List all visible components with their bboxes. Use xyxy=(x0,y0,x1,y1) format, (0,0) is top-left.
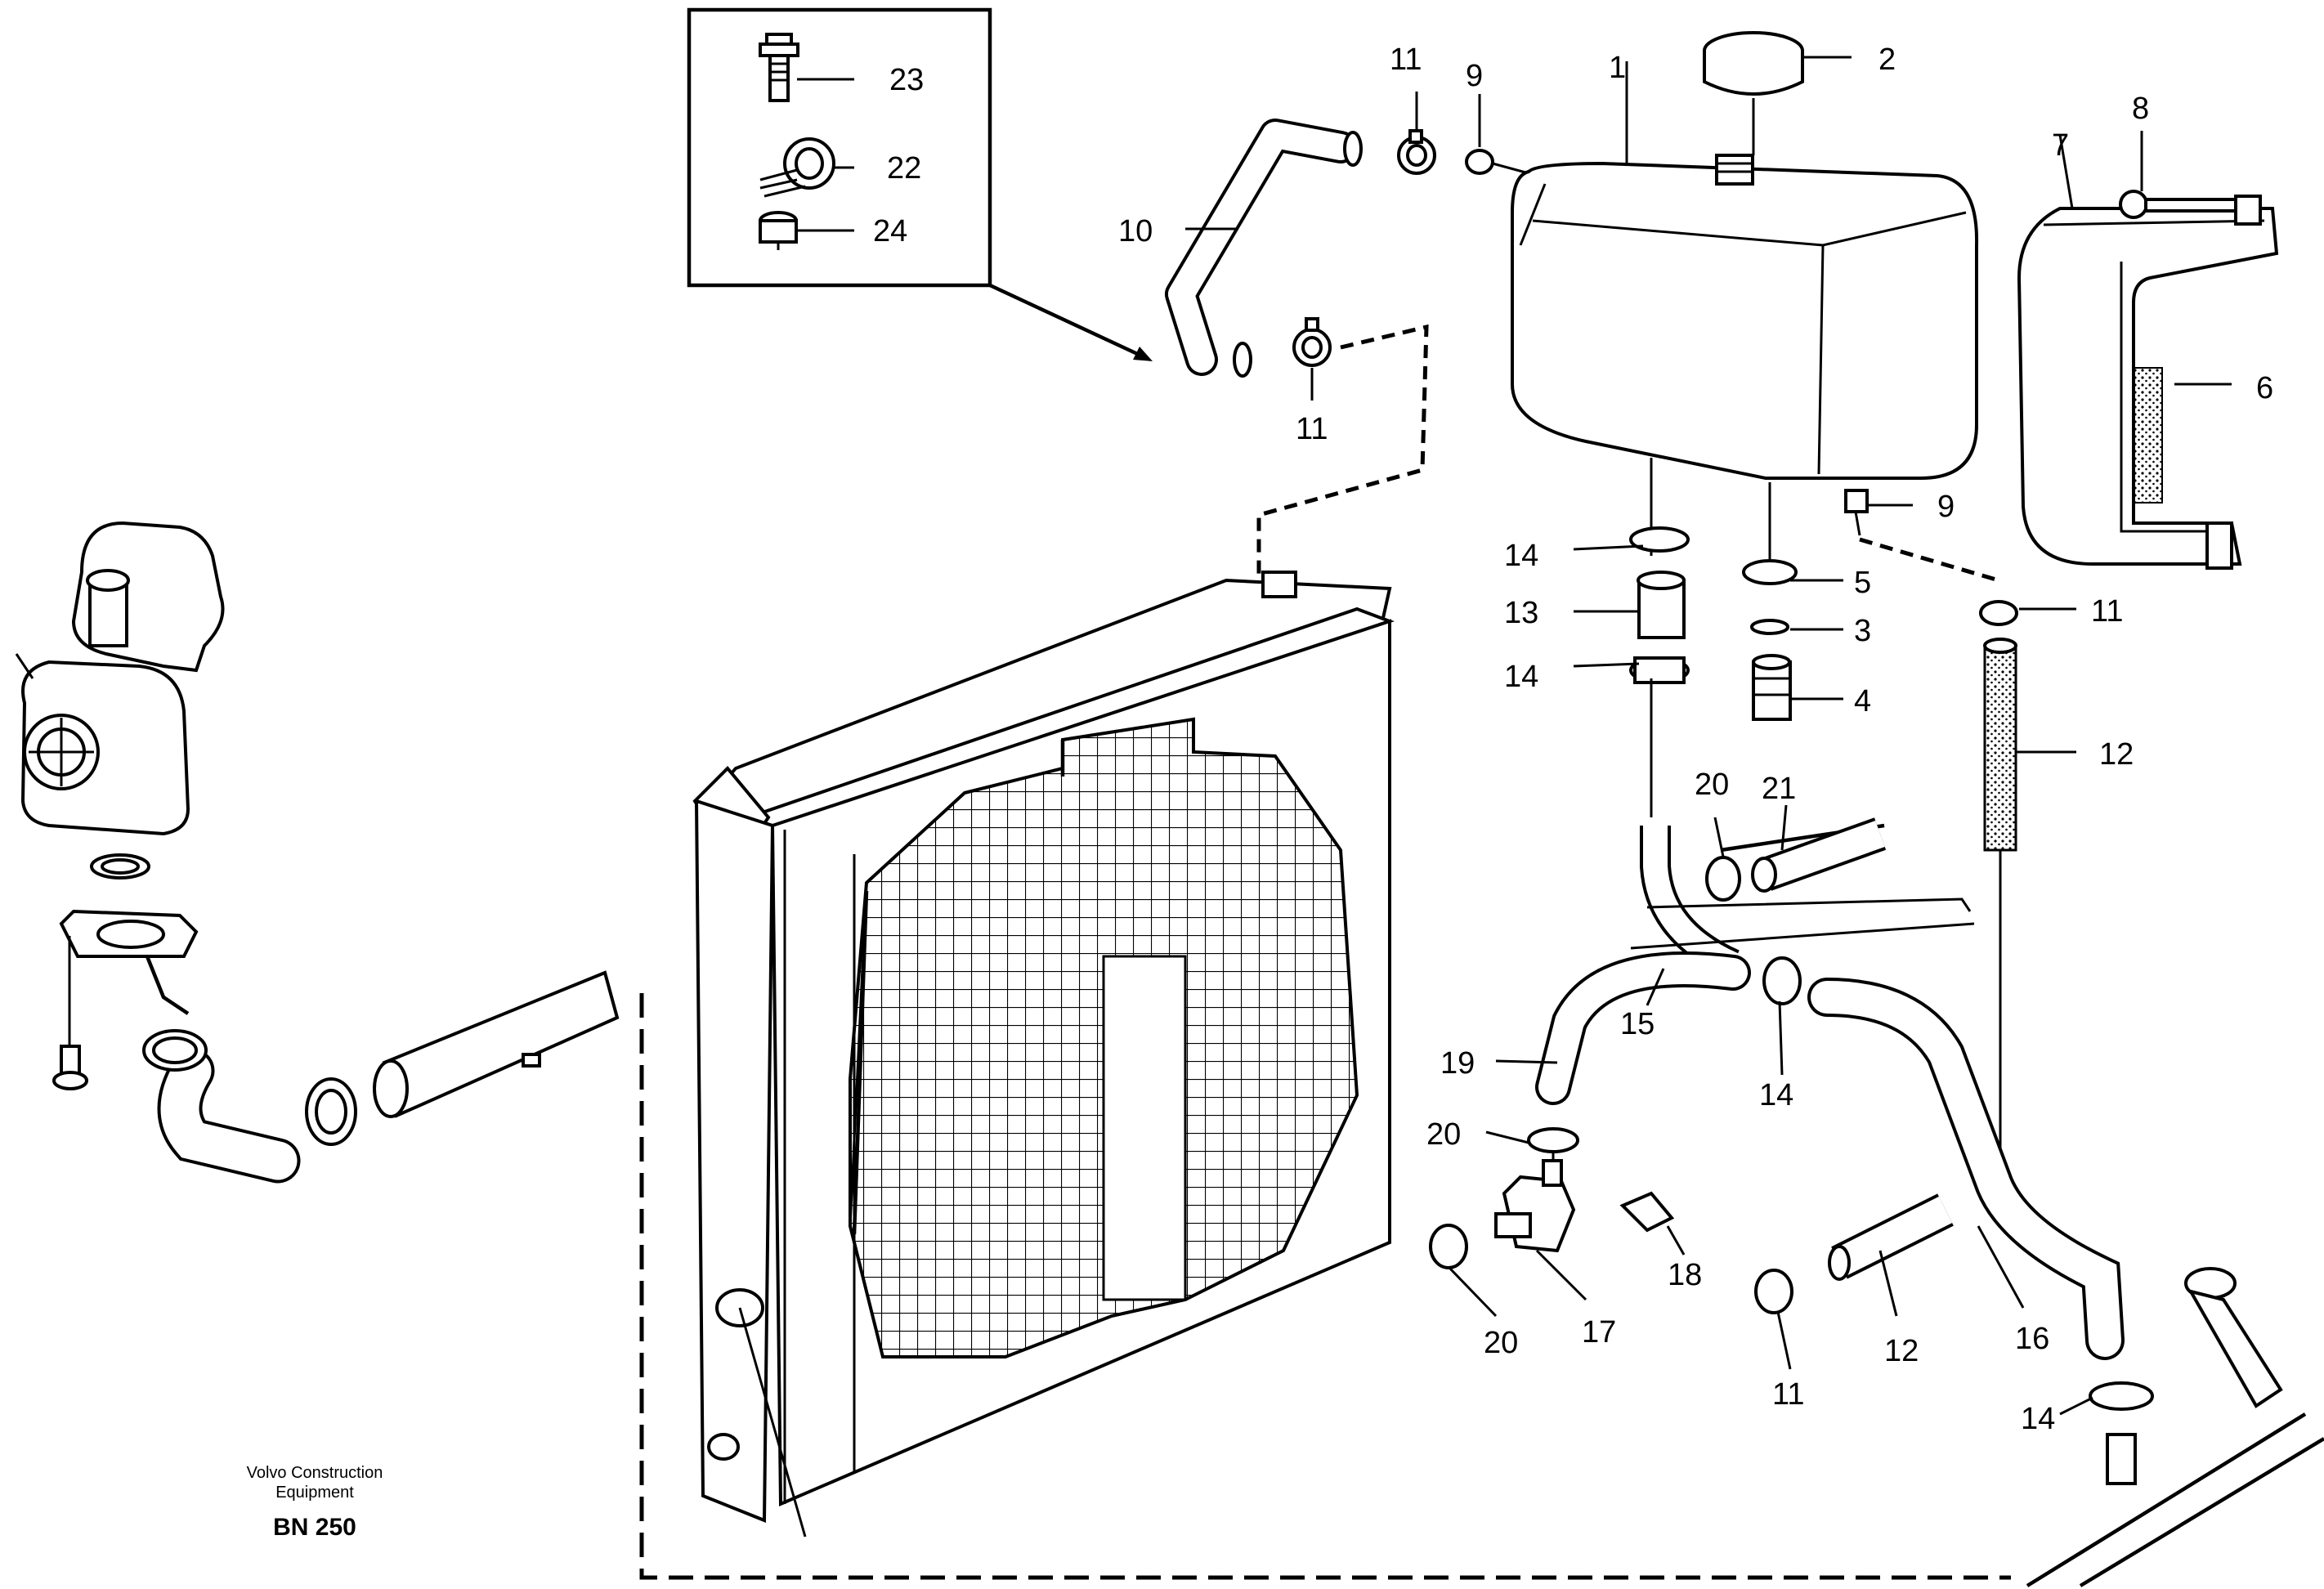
part-label-14: 14 xyxy=(1504,660,1538,694)
part-labels: 23 22 24 11 9 1 2 10 11 8 7 6 9 14 5 13 … xyxy=(873,43,2273,1436)
part-label-1: 1 xyxy=(1609,51,1626,85)
thermostat-housing-assembly xyxy=(15,521,225,1090)
hose-clip-icon xyxy=(1754,1269,1793,1314)
filler-cap xyxy=(1703,31,1852,155)
hose-clip-icon xyxy=(2089,1381,2154,1411)
spacer-9-icon xyxy=(1844,489,1869,536)
part-label-18: 18 xyxy=(1668,1258,1702,1292)
lower-pipe-right xyxy=(2026,1267,2324,1587)
part-label-12: 12 xyxy=(2099,737,2134,772)
part-label-7: 7 xyxy=(2052,128,2069,163)
part-label-20: 20 xyxy=(1484,1326,1518,1360)
part-label-14: 14 xyxy=(1504,539,1538,573)
part-label-23: 23 xyxy=(889,63,924,97)
part-label-17: 17 xyxy=(1582,1315,1616,1350)
clamp-18 xyxy=(1619,1191,1675,1233)
hose-clip-icon xyxy=(1629,656,1690,684)
hose-clip-icon xyxy=(1527,1127,1579,1153)
inset-detail-box xyxy=(687,7,1153,361)
part-label-14: 14 xyxy=(2021,1402,2055,1436)
hose-21 xyxy=(1751,817,1887,893)
valve-17 xyxy=(1494,1153,1576,1253)
part-label-4: 4 xyxy=(1854,684,1871,718)
caption-subtitle: Equipment xyxy=(275,1484,354,1502)
part-label-9: 9 xyxy=(1466,59,1483,93)
hose-sleeve-13 xyxy=(1637,571,1686,639)
part-label-11: 11 xyxy=(1390,43,1422,77)
hose-clip-icon xyxy=(1397,129,1436,175)
hose-clip-icon xyxy=(1762,956,1802,1005)
hose-19 xyxy=(1535,951,1751,1105)
hose-clip-icon xyxy=(1742,559,1798,585)
elbow-hose-left xyxy=(142,970,620,1184)
hose-12-upper xyxy=(1983,638,2017,852)
caption-block: Volvo Construction Equipment BN 250 xyxy=(247,1464,383,1541)
caption-company: Volvo Construction xyxy=(247,1464,383,1482)
hose-16 xyxy=(1807,978,2125,1360)
seal-ring-3 xyxy=(1750,619,1789,635)
hose-clip-icon xyxy=(1629,526,1690,553)
hose-clip-icon xyxy=(1705,856,1741,902)
part-label-21: 21 xyxy=(1762,772,1796,806)
part-label-11: 11 xyxy=(1772,1377,1804,1412)
bolt-icon xyxy=(759,33,799,102)
radiator xyxy=(692,571,1395,1538)
hose-10 xyxy=(1165,119,1363,378)
part-label-19: 19 xyxy=(1440,1046,1475,1081)
hose-clip-icon xyxy=(1292,317,1332,367)
part-label-22: 22 xyxy=(887,151,921,186)
hose-12-lower xyxy=(1828,1193,1954,1281)
mounting-bracket xyxy=(2017,134,2279,570)
bolt-8-icon xyxy=(2119,131,2262,226)
part-label-8: 8 xyxy=(2132,92,2149,126)
caption-code: BN 250 xyxy=(273,1514,356,1541)
grommet-clip-icon xyxy=(759,137,835,198)
part-label-24: 24 xyxy=(873,214,907,248)
part-label-20: 20 xyxy=(1426,1117,1461,1152)
part-label-2: 2 xyxy=(1878,43,1896,77)
strainer-4 xyxy=(1752,654,1792,721)
part-label-12: 12 xyxy=(1884,1334,1919,1368)
part-label-6: 6 xyxy=(2256,371,2273,405)
part-label-9: 9 xyxy=(1937,490,1955,524)
part-label-20: 20 xyxy=(1695,768,1729,802)
part-label-5: 5 xyxy=(1854,566,1871,600)
hose-clip-icon xyxy=(1429,1224,1468,1269)
part-label-14: 14 xyxy=(1759,1078,1793,1112)
expansion-tank xyxy=(1511,61,1979,480)
part-label-16: 16 xyxy=(2015,1322,2049,1356)
nut-icon xyxy=(759,211,798,250)
part-label-11: 11 xyxy=(1296,412,1328,446)
part-label-13: 13 xyxy=(1504,596,1538,630)
part-label-15: 15 xyxy=(1620,1007,1655,1041)
part-label-11: 11 xyxy=(2091,594,2123,629)
leader-lines xyxy=(1447,504,2093,1416)
spacer-9-icon xyxy=(1465,149,1529,175)
part-label-3: 3 xyxy=(1854,614,1871,648)
hose-clip-icon xyxy=(1979,600,2018,626)
part-label-10: 10 xyxy=(1118,214,1153,248)
